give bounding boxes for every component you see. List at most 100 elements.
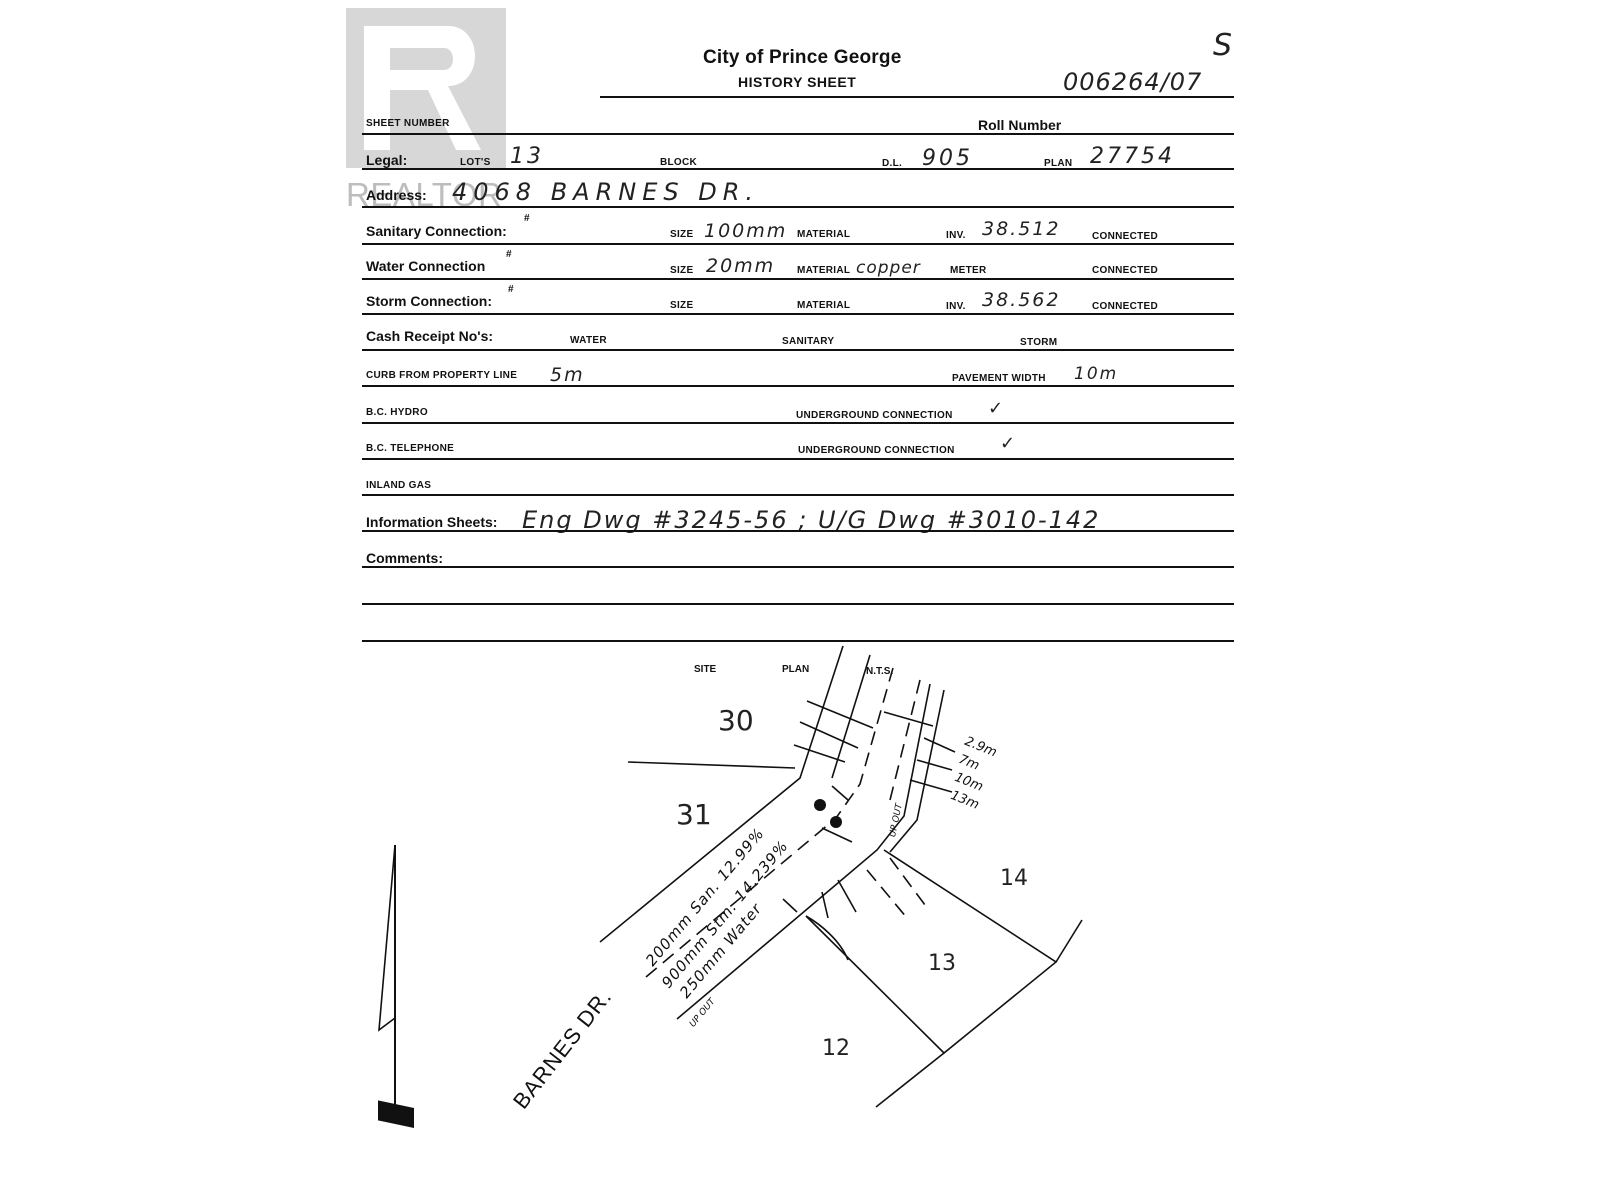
pavement-width-label: PAVEMENT WIDTH xyxy=(952,373,1046,384)
water-size-value: 20mm xyxy=(706,255,776,277)
sheet-subtitle: HISTORY SHEET xyxy=(738,74,857,90)
storm-inv-value: 38.562 xyxy=(982,289,1061,311)
dimension-arrow xyxy=(909,779,953,793)
road-edge-line xyxy=(831,654,871,779)
plan-word-label: PLAN xyxy=(782,664,810,675)
storm-inv-label: INV. xyxy=(946,301,966,312)
row-rule xyxy=(362,168,1234,170)
curb-return xyxy=(805,915,849,961)
dimension-arrow xyxy=(923,737,956,753)
lot-line xyxy=(875,1052,945,1108)
row-rule xyxy=(362,206,1234,208)
storm-hash: # xyxy=(508,284,514,295)
road-edge-line xyxy=(889,689,945,853)
inland-gas-label: INLAND GAS xyxy=(366,480,432,491)
lot-31-label: 31 xyxy=(676,798,712,831)
address-value: 4068 BARNES DR. xyxy=(452,178,760,206)
storm-size-label: SIZE xyxy=(670,300,694,311)
road-edge-line xyxy=(676,683,931,1020)
service-dashed-line xyxy=(866,869,908,919)
cash-storm-label: STORM xyxy=(1020,337,1058,348)
sanitary-size-label: SIZE xyxy=(670,229,694,240)
roll-number-label: Roll Number xyxy=(978,117,1062,133)
dimension-arrow xyxy=(793,744,846,763)
row-rule xyxy=(362,243,1234,245)
water-material-label: MATERIAL xyxy=(797,265,851,276)
dimension-arrow xyxy=(883,711,934,727)
row-rule xyxy=(362,278,1234,280)
row-rule xyxy=(362,530,1234,532)
dl-value: 905 xyxy=(922,146,973,171)
sheet-number-label: SHEET NUMBER xyxy=(366,118,450,129)
storm-connection-dot xyxy=(830,816,842,828)
realtor-logo xyxy=(346,8,506,168)
row-rule xyxy=(362,349,1234,351)
sanitary-size-value: 100mm xyxy=(704,220,788,242)
cash-water-label: WATER xyxy=(570,335,607,346)
bc-hydro-check: ✓ xyxy=(988,398,1006,419)
sanitary-connected-label: CONNECTED xyxy=(1092,231,1159,242)
comment-line xyxy=(362,603,1234,605)
row-rule xyxy=(362,313,1234,315)
water-meter-label: METER xyxy=(950,265,987,276)
road-centre-line xyxy=(639,667,894,983)
site-label: SITE xyxy=(694,664,717,675)
water-connected-label: CONNECTED xyxy=(1092,265,1159,276)
bc-telephone-label: B.C. TELEPHONE xyxy=(366,443,455,454)
address-label: Address: xyxy=(366,187,427,203)
block-label: BLOCK xyxy=(660,157,698,168)
water-hash: # xyxy=(506,249,512,260)
lots-label: LOT'S xyxy=(460,157,491,168)
row-rule xyxy=(362,385,1234,387)
row-rule xyxy=(362,494,1234,496)
lot-12-label: 12 xyxy=(822,1036,850,1061)
north-arrow-block xyxy=(378,1100,414,1128)
sanitary-inv-value: 38.512 xyxy=(982,218,1061,240)
cash-receipt-label: Cash Receipt No's: xyxy=(366,328,494,344)
dimension-arrow xyxy=(806,700,874,729)
bc-hydro-label: B.C. HYDRO xyxy=(366,407,428,418)
lot-line xyxy=(805,849,1058,1055)
sanitary-connection-label: Sanitary Connection: xyxy=(366,223,507,239)
service-tick xyxy=(782,898,798,913)
comment-line xyxy=(362,640,1234,642)
road-edge-line xyxy=(599,645,844,943)
pavement-width-value: 10m xyxy=(1074,364,1119,384)
comments-label: Comments: xyxy=(366,550,444,566)
water-material-value: copper xyxy=(856,258,921,278)
row-rule xyxy=(362,458,1234,460)
service-dashed-line xyxy=(889,857,926,906)
bc-telephone-check: ✓ xyxy=(1000,433,1018,454)
sanitary-material-label: MATERIAL xyxy=(797,229,851,240)
lot-14-label: 14 xyxy=(1000,866,1028,891)
handwritten-file-number: 006264/07 xyxy=(1063,68,1203,96)
lot-30-label: 30 xyxy=(718,704,754,737)
dimension-arrow xyxy=(799,721,859,749)
dimension-arrow xyxy=(821,827,853,843)
information-sheets-value: Eng Dwg #3245-56 ; U/G Dwg #3010-142 xyxy=(522,506,1101,534)
bc-hydro-underground-label: UNDERGROUND CONNECTION xyxy=(796,410,953,421)
water-size-label: SIZE xyxy=(670,265,694,276)
plan-value: 27754 xyxy=(1090,144,1175,169)
curb-label: CURB FROM PROPERTY LINE xyxy=(366,370,518,381)
storm-connected-label: CONNECTED xyxy=(1092,301,1159,312)
dl-label: D.L. xyxy=(882,158,903,169)
dimension-arrow xyxy=(916,759,953,771)
row-rule xyxy=(362,422,1234,424)
storm-connection-label: Storm Connection: xyxy=(366,293,492,309)
sanitary-hash: # xyxy=(524,213,530,224)
city-title: City of Prince George xyxy=(703,47,902,68)
sanitary-inv-label: INV. xyxy=(946,230,966,241)
nts-label: N.T.S. xyxy=(866,666,894,677)
row-rule xyxy=(362,566,1234,568)
lot-line xyxy=(1055,919,1083,963)
lots-value: 13 xyxy=(510,144,544,169)
lot-line xyxy=(627,761,796,769)
header-rule xyxy=(600,96,1234,98)
sanitary-connection-dot xyxy=(814,799,826,811)
legal-label: Legal: xyxy=(366,152,408,168)
service-tick xyxy=(837,879,857,913)
dimension-arrow xyxy=(831,785,849,801)
